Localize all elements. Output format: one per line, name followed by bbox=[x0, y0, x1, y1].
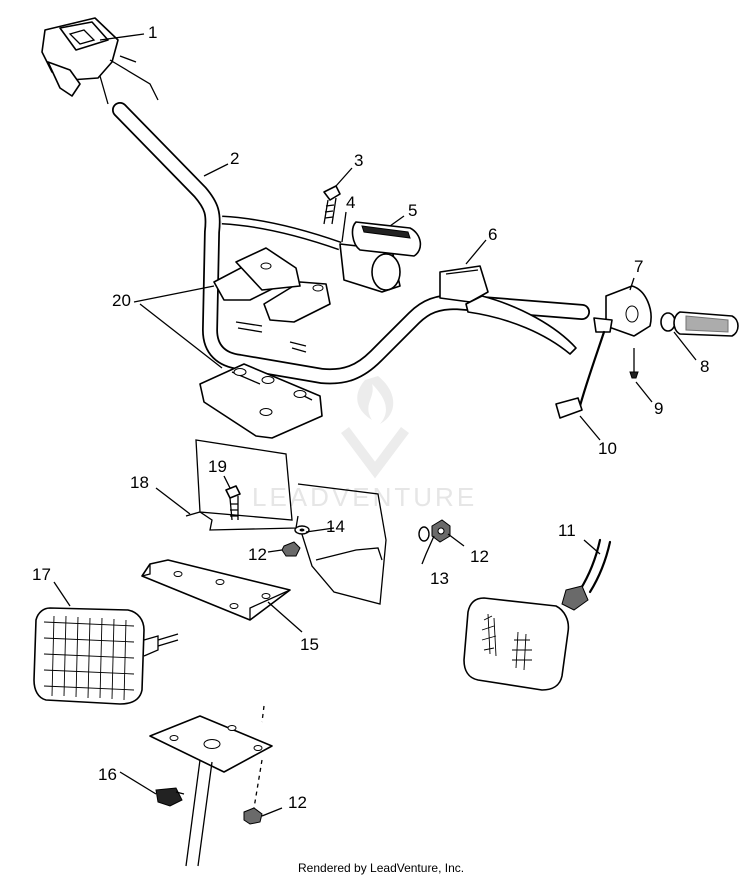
throttle-housing-part-7 bbox=[578, 285, 652, 408]
callout-16: 16 bbox=[98, 765, 117, 784]
bolt-part-3 bbox=[323, 185, 341, 225]
callout-6: 6 bbox=[488, 225, 497, 244]
callout-13: 13 bbox=[430, 569, 449, 588]
callout-11: 11 bbox=[558, 521, 576, 540]
cable-part-10 bbox=[555, 397, 583, 419]
clip-part-16 bbox=[155, 787, 185, 807]
callout-3: 3 bbox=[354, 151, 363, 170]
callout-19: 19 bbox=[208, 457, 227, 476]
headlight-bracket-part-18 bbox=[185, 439, 387, 605]
callout-20: 20 bbox=[112, 291, 131, 310]
callouts: 1 2 3 4 5 6 7 8 9 10 11 12 12 12 13 14 1… bbox=[32, 23, 709, 812]
callout-1: 1 bbox=[148, 23, 157, 42]
mounting-plate-part-15 bbox=[141, 559, 291, 621]
bottom-plate bbox=[149, 705, 273, 867]
headlight-part-11 bbox=[463, 538, 612, 691]
callout-15: 15 bbox=[300, 635, 319, 654]
callout-17: 17 bbox=[32, 565, 51, 584]
callout-5: 5 bbox=[408, 201, 417, 220]
footer-credit: Rendered by LeadVenture, Inc. bbox=[298, 861, 464, 875]
callout-4: 4 bbox=[346, 193, 355, 212]
nut-part-12-center bbox=[281, 541, 301, 557]
headlight-part-17 bbox=[33, 607, 179, 705]
washer-part-14 bbox=[294, 525, 310, 535]
callout-12-right: 12 bbox=[470, 547, 489, 566]
callout-10: 10 bbox=[598, 439, 617, 458]
callout-2: 2 bbox=[230, 149, 239, 168]
master-cylinder-part-1 bbox=[41, 17, 159, 105]
screw-part-9 bbox=[629, 348, 639, 379]
handlebar-clamp-lower-part-20 bbox=[199, 363, 323, 439]
callout-12-bottom: 12 bbox=[288, 793, 307, 812]
watermark-text: LEADVENTURE bbox=[252, 482, 477, 512]
callout-18: 18 bbox=[130, 473, 149, 492]
callout-7: 7 bbox=[634, 257, 643, 276]
callout-9: 9 bbox=[654, 399, 663, 418]
handlebar-part-2 bbox=[112, 102, 590, 385]
grip-part-8 bbox=[660, 311, 739, 337]
callout-8: 8 bbox=[700, 357, 709, 376]
handlebar-clamp-upper-part-20 bbox=[213, 247, 331, 323]
leader-lines bbox=[53, 33, 697, 817]
brake-lever-part-6 bbox=[439, 265, 577, 355]
callout-12-center: 12 bbox=[248, 545, 267, 564]
nut-part-12-right bbox=[431, 519, 451, 543]
pad-part-5 bbox=[351, 221, 422, 257]
bolt-part-19 bbox=[225, 485, 241, 521]
nut-part-12-bottom bbox=[243, 807, 263, 825]
washer-part-13 bbox=[418, 526, 430, 542]
callout-14: 14 bbox=[326, 517, 345, 536]
